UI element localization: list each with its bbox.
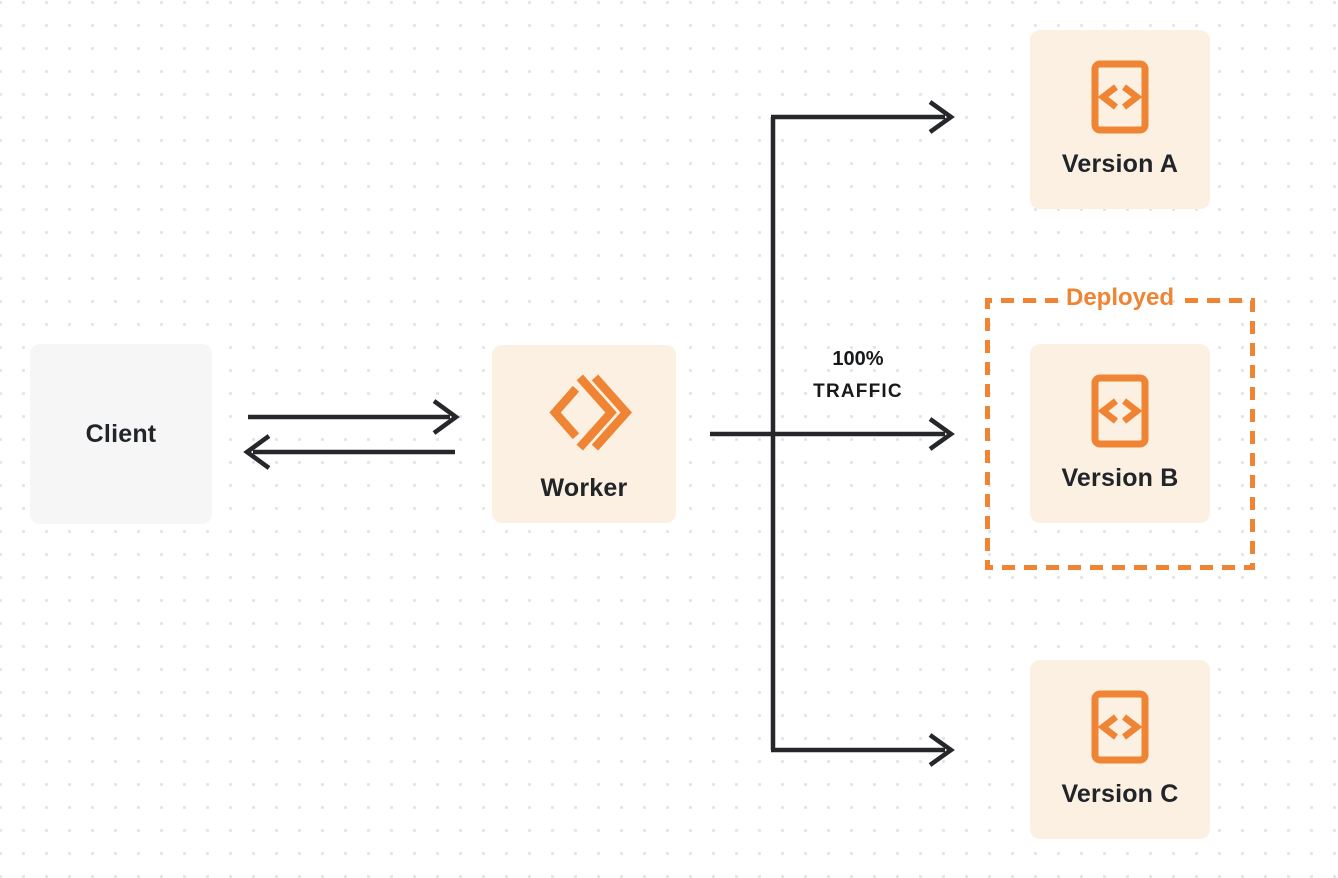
code-file-icon bbox=[1091, 374, 1149, 448]
traffic-percent: 100% bbox=[832, 348, 884, 370]
code-file-icon bbox=[1091, 60, 1149, 134]
traffic-label: 100% TRAFFIC bbox=[778, 349, 938, 401]
arrow-branch-to-version-c bbox=[771, 733, 955, 767]
worker-node: Worker bbox=[492, 345, 676, 523]
deployed-container: Deployed Version B bbox=[985, 284, 1255, 570]
worker-label: Worker bbox=[540, 474, 628, 502]
version-c-node: Version C bbox=[1030, 660, 1210, 839]
traffic-word: TRAFFIC bbox=[813, 381, 903, 402]
client-label: Client bbox=[85, 419, 157, 448]
version-a-label: Version A bbox=[1061, 150, 1179, 178]
arrow-worker-to-client bbox=[243, 434, 455, 470]
workers-logo-icon bbox=[548, 374, 632, 451]
arrow-client-to-worker bbox=[248, 399, 460, 435]
version-b-node: Version B bbox=[1030, 344, 1210, 523]
version-a-node: Version A bbox=[1030, 30, 1210, 209]
arrow-worker-to-version-b bbox=[710, 417, 955, 451]
version-b-label: Version B bbox=[1061, 464, 1179, 492]
deployed-dashed-border bbox=[985, 298, 1255, 570]
version-c-label: Version C bbox=[1061, 780, 1179, 808]
deployed-label: Deployed bbox=[1065, 284, 1175, 311]
code-file-icon bbox=[1091, 690, 1149, 764]
client-node: Client bbox=[30, 344, 212, 524]
arrow-branch-to-version-a bbox=[771, 100, 955, 134]
